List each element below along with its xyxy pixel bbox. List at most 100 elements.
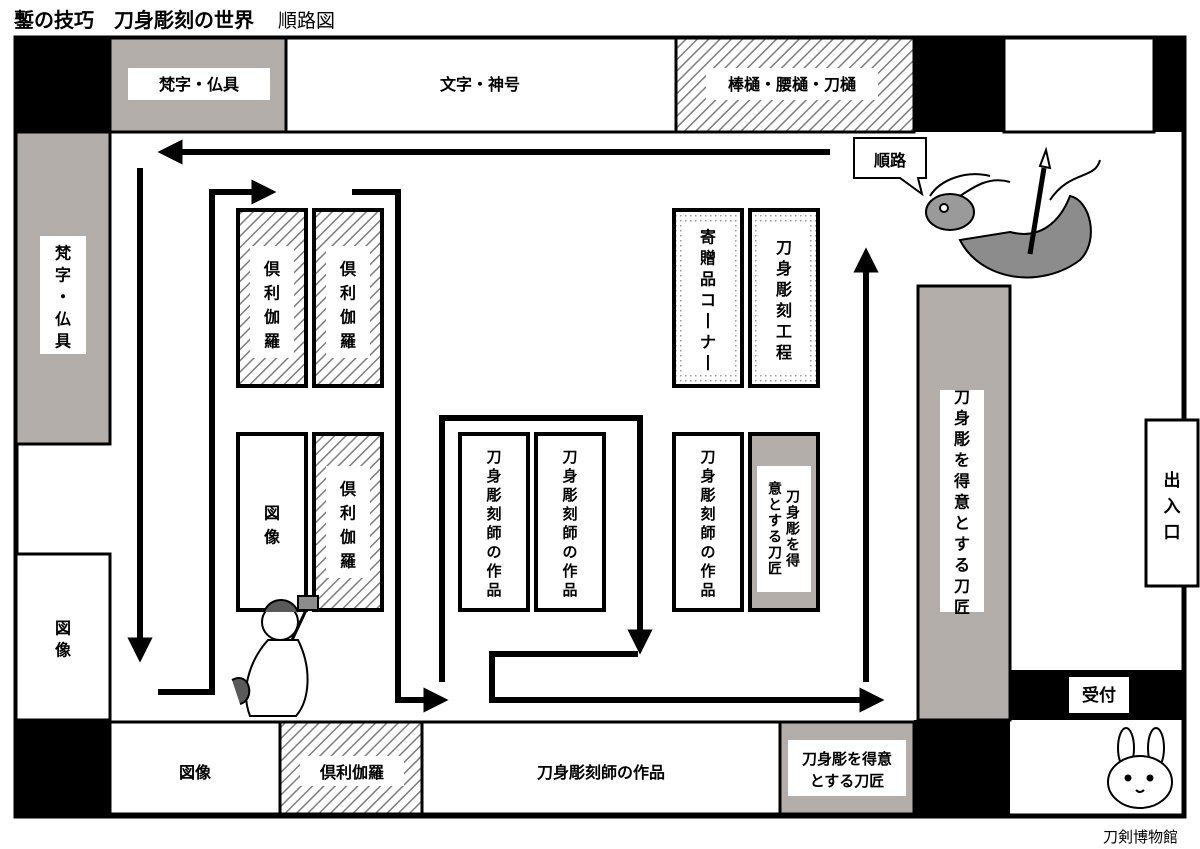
case-works-2: [534, 432, 606, 612]
dragon-illustration: [925, 146, 1101, 279]
rabbit-illustration: [1107, 727, 1173, 809]
label-plate: [757, 466, 811, 592]
vertical-char: と: [768, 498, 782, 514]
label-plate: [300, 756, 404, 786]
corner-block: [1154, 38, 1184, 132]
label-plate: [706, 68, 878, 100]
label-plate: [326, 466, 370, 578]
vertical-char: 彫: [953, 429, 970, 448]
label-bottom-works: 刀身彫刻師の作品: [537, 763, 665, 782]
vertical-char: 倶: [263, 259, 281, 278]
vertical-char: 得: [953, 471, 970, 490]
vertical-char: 刀: [954, 387, 970, 406]
vertical-char: 得: [785, 553, 800, 570]
vertical-char: 彫: [561, 486, 577, 504]
label-kurikara-3: 倶利伽羅: [339, 479, 357, 570]
vertical-char: 羅: [264, 331, 280, 350]
vertical-char: 程: [776, 343, 792, 362]
vertical-char: 彫: [699, 486, 715, 504]
label-plate: [250, 246, 294, 358]
label-reception: 受付: [1082, 685, 1116, 706]
vertical-char: 身: [486, 467, 501, 485]
label-plate: [684, 222, 732, 374]
vertical-char: 利: [340, 283, 356, 302]
route-arrow: [439, 415, 653, 682]
vertical-char: 作: [486, 562, 501, 580]
vertical-char: と: [954, 513, 970, 532]
case-left-zuzo: [14, 552, 112, 722]
label-works-1: 刀身彫刻師の作品: [485, 448, 501, 599]
route-arrow: [489, 651, 885, 713]
vertical-char: の: [486, 543, 501, 561]
label-plate: [40, 236, 86, 354]
vertical-char: 贈: [700, 248, 716, 267]
exit-door[interactable]: [1144, 418, 1200, 588]
label-bottom-tokui-a: 刀身彫を得意: [802, 750, 892, 768]
vertical-char: 彫: [785, 522, 800, 538]
vertical-char: 利: [264, 283, 280, 302]
black-block: [914, 720, 1010, 816]
label-plate: [326, 246, 370, 358]
label-bottom-kurikara: 倶利伽羅: [319, 763, 384, 782]
vertical-char: 刻: [486, 505, 501, 523]
vertical-char: の: [700, 543, 715, 561]
vertical-char: 出: [1164, 470, 1181, 491]
vertical-char: ・: [55, 288, 71, 307]
page-subtitle: 順路図: [278, 10, 336, 32]
vertical-char: 刀: [562, 448, 577, 466]
corner-block: [16, 38, 110, 132]
label-top-moji: 文字・神号: [440, 75, 520, 94]
vertical-char: 品: [562, 581, 577, 599]
vertical-char: 倶: [339, 259, 357, 278]
vertical-char: 工: [776, 322, 792, 341]
vertical-char: を: [786, 538, 800, 554]
vertical-char: 具: [55, 332, 71, 351]
guardian-illustration: [231, 595, 319, 717]
vertical-char: る: [954, 555, 970, 574]
vertical-char: 師: [700, 524, 715, 542]
label-exit: 出入口: [1164, 470, 1181, 543]
case-works-3: [672, 432, 744, 612]
vertical-char: 身: [786, 505, 800, 522]
vertical-char: 品: [486, 581, 501, 599]
credit: 刀剣博物館: [1102, 828, 1178, 846]
vertical-char: 意: [954, 492, 970, 511]
vertical-char: 身: [700, 467, 715, 485]
case-kurikara-3: [312, 432, 384, 612]
case-bottom-works: [420, 720, 782, 816]
vertical-char: 刀: [786, 490, 800, 506]
vertical-char: 梵: [55, 244, 72, 263]
vertical-char: 刀: [700, 448, 715, 466]
vertical-char: 身: [562, 467, 577, 485]
label-top-bonji: 梵字・仏具: [159, 75, 239, 94]
vertical-char: 入: [1164, 497, 1181, 517]
vertical-char: 師: [562, 524, 577, 542]
label-route: 順路: [873, 151, 907, 170]
vertical-char: 彫: [775, 280, 792, 299]
label-works-3: 刀身彫刻師の作品: [699, 448, 715, 599]
case-top-moji: [284, 36, 678, 134]
vertical-char: ナ: [700, 332, 716, 351]
vertical-char: 刀: [768, 546, 782, 562]
label-plate: [940, 390, 984, 612]
vertical-char: 品: [700, 269, 716, 288]
label-kurikara-2: 倶利伽羅: [339, 259, 357, 350]
vertical-char: 利: [340, 503, 356, 522]
vertical-char: 伽: [340, 527, 356, 546]
vertical-char: 寄: [700, 227, 716, 246]
vertical-char: す: [954, 534, 970, 553]
vertical-char: 刻: [562, 505, 577, 523]
vertical-char: を: [954, 450, 970, 469]
vertical-char: 仏: [55, 310, 71, 329]
vertical-char: 匠: [768, 562, 782, 578]
vertical-char: 伽: [264, 307, 280, 326]
label-bottom-zuzo: 図像: [179, 763, 212, 782]
case-zuzo-center: [236, 432, 308, 612]
label-left-zuzo: 図像: [55, 619, 72, 660]
vertical-char: る: [768, 530, 782, 546]
vertical-char: 像: [264, 527, 281, 546]
vertical-char: 匠: [954, 597, 970, 616]
